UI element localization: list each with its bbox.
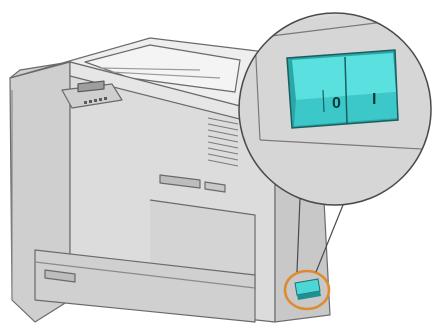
rocker-switch-large: 0 I	[287, 50, 398, 128]
switch-on-label: I	[372, 91, 376, 108]
switch-off-label: 0	[332, 95, 341, 112]
printer	[10, 38, 275, 322]
rocker-face-upper	[292, 53, 396, 100]
